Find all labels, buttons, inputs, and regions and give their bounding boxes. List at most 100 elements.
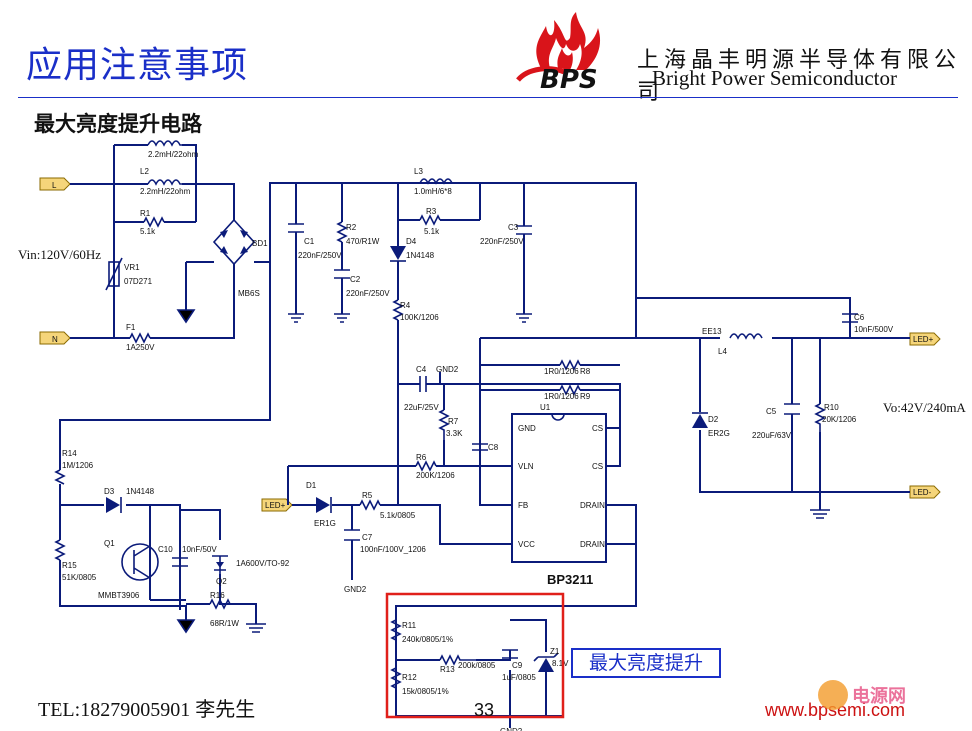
resistor-r4: R4 100K/1206: [392, 299, 439, 505]
svg-text:8.1V: 8.1V: [552, 659, 569, 668]
svg-text:1N4148: 1N4148: [126, 487, 155, 496]
resistor-r2: R2 470/R1W: [336, 183, 380, 270]
svg-text:DRAIN: DRAIN: [580, 540, 605, 549]
resistor-r1: R1 5.1k: [140, 209, 165, 236]
ground-output: [810, 509, 830, 519]
svg-text:R8: R8: [580, 367, 591, 376]
svg-text:1A250V: 1A250V: [126, 343, 155, 352]
diode-d2: D2 ER2G: [692, 412, 730, 438]
input-voltage-label: Vin:120V/60Hz: [18, 247, 101, 262]
resistor-r10: R10 20K/1206: [814, 403, 857, 432]
highlight-box: [385, 592, 565, 719]
svg-text:C6: C6: [854, 313, 865, 322]
svg-text:N: N: [52, 335, 58, 344]
svg-text:10nF/500V: 10nF/500V: [854, 325, 894, 334]
svg-text:LED+: LED+: [265, 501, 286, 510]
left-lower-wires: [59, 456, 257, 624]
svg-text:R4: R4: [400, 301, 411, 310]
resistor-r3: R3 5.1k: [424, 207, 440, 236]
svg-text:L: L: [52, 181, 57, 190]
svg-text:470/R1W: 470/R1W: [346, 237, 380, 246]
svg-text:C10: C10: [158, 545, 173, 554]
svg-text:Z1: Z1: [550, 647, 560, 656]
svg-text:VR1: VR1: [124, 263, 140, 272]
svg-text:VCC: VCC: [518, 540, 535, 549]
fuse-f1: F1 1A250V: [126, 323, 155, 352]
capacitor-c2: C2 220nF/250V: [334, 269, 390, 323]
svg-text:BPS: BPS: [540, 65, 598, 93]
svg-text:R11: R11: [402, 621, 417, 630]
slide-subtitle: 最大亮度提升电路: [34, 112, 202, 136]
svg-text:Q2: Q2: [216, 577, 227, 586]
svg-text:100nF/100V_1206: 100nF/100V_1206: [360, 545, 426, 554]
varistor-vr1: VR1 07D271: [105, 257, 153, 291]
svg-text:L2: L2: [140, 167, 149, 176]
svg-text:F1: F1: [126, 323, 136, 332]
svg-text:22uF/25V: 22uF/25V: [404, 403, 439, 412]
svg-text:2.2mH/22ohm: 2.2mH/22ohm: [148, 150, 199, 159]
svg-text:C3: C3: [508, 223, 519, 232]
svg-text:220nF/250V: 220nF/250V: [480, 237, 524, 246]
brightness-boost-callout: 最大亮度提升: [571, 648, 721, 678]
brightness-boost-circuit: R11 240k/0805/1% R12 15k/0805/1% 200k/08…: [390, 606, 569, 731]
watermark: 电源网: [818, 680, 968, 720]
capacitor-c5: C5 220uF/63V: [752, 403, 800, 440]
output-wires: [636, 298, 910, 510]
svg-text:1R0/1206: 1R0/1206: [544, 392, 579, 401]
svg-text:240k/0805/1%: 240k/0805/1%: [402, 635, 453, 644]
resistor-r6: R6 200K/1206: [415, 453, 455, 480]
svg-text:R9: R9: [580, 392, 591, 401]
inductor-l1: 2.2mH/22ohm: [147, 140, 199, 159]
svg-text:100K/1206: 100K/1206: [400, 313, 439, 322]
svg-text:2.2mH/22ohm: 2.2mH/22ohm: [140, 187, 191, 196]
resistor-r9: 1R0/1206 R9: [544, 384, 591, 401]
terminal-led-minus: LED-: [909, 485, 941, 499]
svg-text:200K/1206: 200K/1206: [416, 471, 455, 480]
inductor-l4: EE13 L4: [702, 327, 763, 356]
svg-text:1A600V/TO-92: 1A600V/TO-92: [236, 559, 290, 568]
svg-text:BD1: BD1: [252, 239, 268, 248]
resistor-r15: R15 51K/0805: [54, 539, 97, 582]
svg-text:5.1k: 5.1k: [424, 227, 440, 236]
resistor-r5: R5 5.1k/0805: [359, 491, 416, 520]
resistor-r7: R7 3.3K: [438, 409, 463, 440]
svg-text:R6: R6: [416, 453, 427, 462]
svg-text:20K/1206: 20K/1206: [822, 415, 857, 424]
chip-wiring: [59, 183, 637, 717]
watermark-text: 电源网: [852, 686, 906, 707]
svg-text:LED-: LED-: [913, 488, 932, 497]
svg-text:GND2: GND2: [436, 365, 459, 374]
ground-symbol: [176, 309, 196, 324]
company-name-cn: 上海晶丰明源半导体有限公司: [637, 48, 962, 105]
chip-name: BP3211: [547, 572, 594, 587]
terminal-n: N: [39, 331, 71, 345]
svg-text:1R0/1206: 1R0/1206: [544, 367, 579, 376]
terminal-led-plus-in: LED+: [261, 498, 293, 512]
transistor-q1: Q1 MMBT3906: [98, 539, 159, 600]
svg-text:MMBT3906: MMBT3906: [98, 591, 140, 600]
svg-text:D2: D2: [708, 415, 719, 424]
svg-text:1M/1206: 1M/1206: [62, 461, 94, 470]
chip-u1: U1 GND VLN FB VCC CS CS DRAIN DRAIN: [511, 403, 607, 563]
svg-text:D3: D3: [104, 487, 115, 496]
svg-text:ER2G: ER2G: [708, 429, 730, 438]
plug-icon: [818, 680, 848, 710]
svg-text:200k/0805: 200k/0805: [458, 661, 496, 670]
svg-text:L4: L4: [718, 347, 727, 356]
resistor-r14: R14 1M/1206: [54, 449, 94, 485]
website-url: www.bpsemi.com: [765, 700, 906, 720]
header-divider: [18, 97, 958, 98]
svg-text:C1: C1: [304, 237, 315, 246]
svg-text:C5: C5: [766, 407, 777, 416]
svg-text:R5: R5: [362, 491, 373, 500]
svg-text:EE13: EE13: [702, 327, 722, 336]
resistor-r8: 1R0/1206 R8: [544, 359, 591, 376]
inductor-l2: L2 2.2mH/22ohm: [140, 167, 191, 196]
svg-text:R15: R15: [62, 561, 77, 570]
svg-text:1uF/0805: 1uF/0805: [502, 673, 536, 682]
bridge-rectifier-bd1: BD1 MB6S: [212, 218, 268, 298]
inductor-l3: L3 1.0mH/6*8: [397, 167, 481, 226]
svg-text:VLN: VLN: [518, 462, 534, 471]
svg-text:10nF/50V: 10nF/50V: [182, 545, 217, 554]
